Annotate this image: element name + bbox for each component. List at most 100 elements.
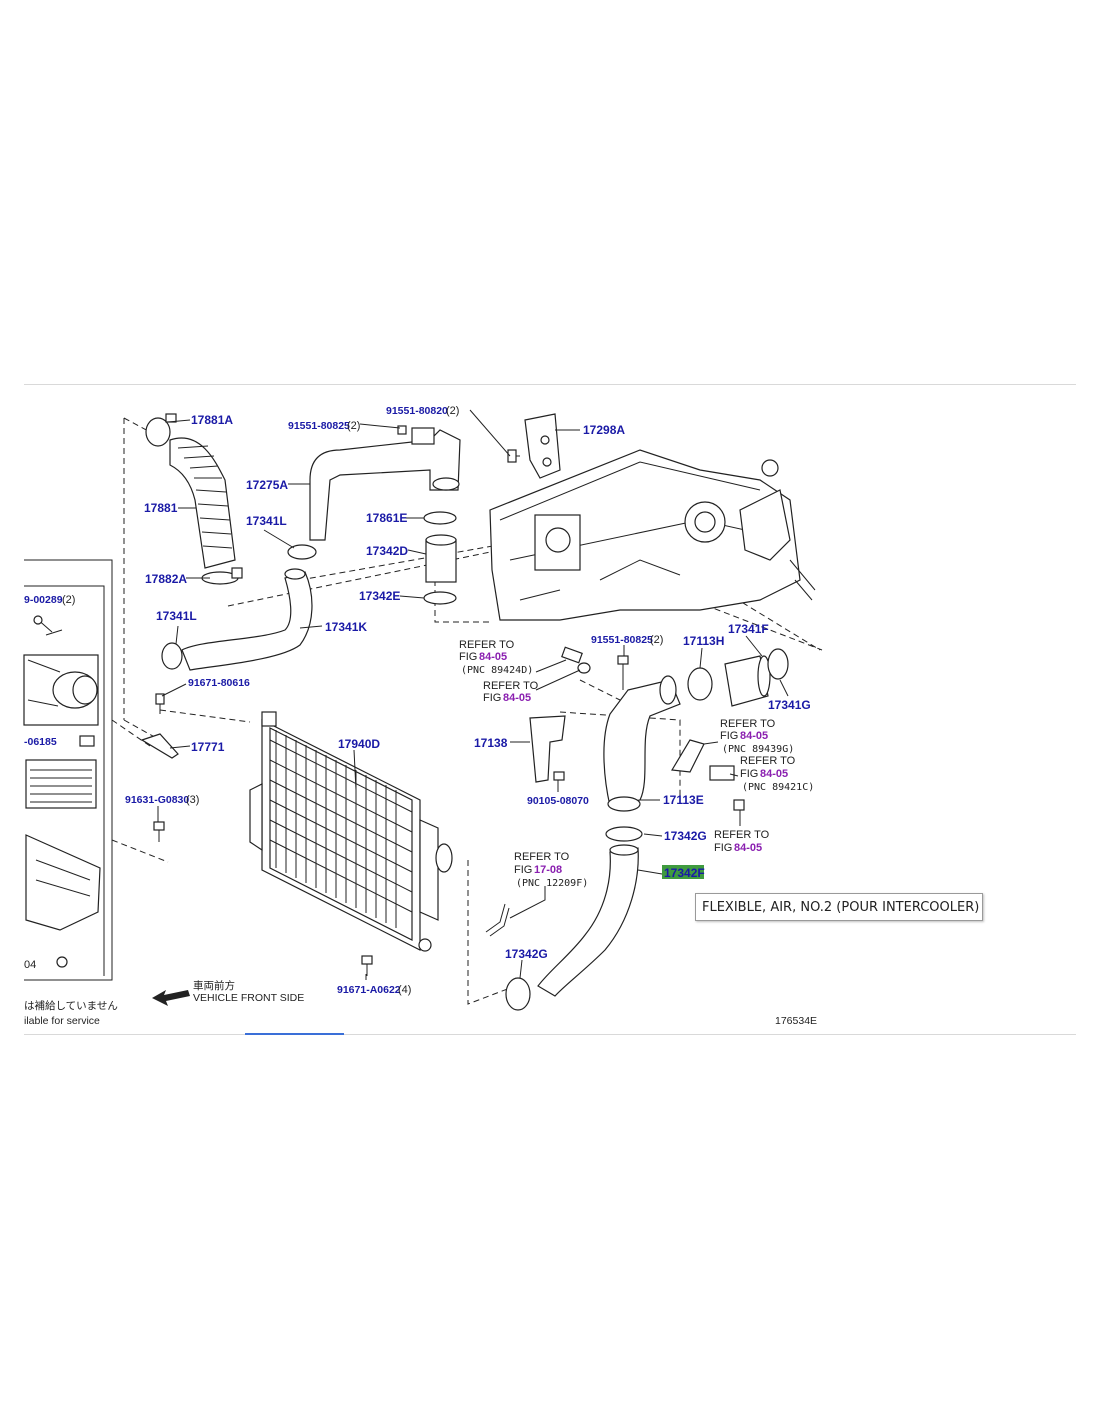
label-17113H[interactable]: 17113H <box>683 634 724 648</box>
label-17882A[interactable]: 17882A <box>145 572 187 586</box>
refer-block-5: REFER TO FIG 84-05 <box>714 829 770 854</box>
label-91631-G0830[interactable]: 91631-G0830 <box>125 794 189 806</box>
label-17771[interactable]: 17771 <box>191 740 225 754</box>
sensor-89421C <box>709 765 745 811</box>
label-91551-80825-right[interactable]: 91551-80825 <box>591 634 653 646</box>
vehicle-front-en: VEHICLE FRONT SIDE <box>193 992 304 1004</box>
refer-fig: FIG <box>459 651 477 663</box>
label-17342F[interactable]: 17342F <box>664 866 705 880</box>
leader-lines <box>157 409 789 980</box>
refer-text: REFER TO <box>459 639 515 651</box>
refer-pnc: (PNC 89424D) <box>461 665 533 676</box>
refer-text: REFER TO <box>714 829 770 841</box>
label-17341K[interactable]: 17341K <box>325 620 367 634</box>
label-17881[interactable]: 17881 <box>144 501 178 515</box>
qty-inset-1: (2) <box>62 594 75 606</box>
label-17342D[interactable]: 17342D <box>366 544 408 558</box>
top-divider <box>24 384 1076 385</box>
refer-fig: FIG <box>483 692 501 704</box>
hose-17342D <box>425 534 457 583</box>
label-17861E[interactable]: 17861E <box>366 511 407 525</box>
label-inset-2[interactable]: -06185 <box>24 736 57 748</box>
label-91671-80616[interactable]: 91671-80616 <box>188 677 250 689</box>
refer-text: REFER TO <box>740 755 796 767</box>
vehicle-front-jp: 車両前方 <box>193 979 235 992</box>
highlight-17342F <box>662 865 704 879</box>
label-17341L-upper[interactable]: 17341L <box>246 514 287 528</box>
label-91671-A0622[interactable]: 91671-A0622 <box>337 984 401 996</box>
clamp-17861E <box>423 511 457 525</box>
intercooler-17940D <box>249 711 453 952</box>
bolt-91551-80825-right <box>617 655 629 690</box>
refer-text: REFER TO <box>514 851 570 863</box>
hose-17342F <box>537 844 639 997</box>
refer-fig-link[interactable]: 84-05 <box>740 730 768 742</box>
refer-block-89424D: REFER TO FIG 84-05 (PNC 89424D) <box>459 639 533 676</box>
clamp-17342E <box>423 591 457 605</box>
hose-17881 <box>145 413 236 569</box>
label-17940D[interactable]: 17940D <box>338 737 380 751</box>
refer-fig-link[interactable]: 84-05 <box>760 768 788 780</box>
label-inset-1[interactable]: 9-00289 <box>24 594 63 606</box>
label-91551-80820[interactable]: 91551-80820 <box>386 405 448 417</box>
refer-block-89439G: REFER TO FIG 84-05 (PNC 89439G) <box>720 718 794 755</box>
refer-fig: FIG <box>714 842 732 854</box>
clamp-17113H <box>687 667 713 701</box>
label-17881A[interactable]: 17881A <box>191 413 233 427</box>
label-17341G[interactable]: 17341G <box>768 698 811 712</box>
bottom-divider <box>24 1034 1076 1035</box>
refer-fig-link[interactable]: 84-05 <box>503 692 531 704</box>
refer-fig-link[interactable]: 84-05 <box>734 842 762 854</box>
clamp-17882A <box>201 567 243 585</box>
refer-text: REFER TO <box>483 680 539 692</box>
label-90105-08070[interactable]: 90105-08070 <box>527 795 589 807</box>
bolt-90105-08070 <box>553 771 565 781</box>
bracket-17138 <box>529 715 566 783</box>
hose-17341F <box>724 655 771 707</box>
clamp-17341G <box>767 648 789 680</box>
label-17113E[interactable]: 17113E <box>663 793 704 807</box>
qty-91551-80825-left: (2) <box>347 420 360 432</box>
qty-91631-G0830: (3) <box>186 794 199 806</box>
pipe-17275A <box>309 425 461 541</box>
label-17275A[interactable]: 17275A <box>246 478 288 492</box>
label-17298A[interactable]: 17298A <box>583 423 625 437</box>
refer-text: REFER TO <box>720 718 776 730</box>
refer-fig-link[interactable]: 84-05 <box>479 651 507 663</box>
engine-block <box>489 449 816 621</box>
refer-fig: FIG <box>720 730 738 742</box>
bracket-89439G <box>671 739 705 773</box>
bracket-17298A <box>507 413 561 479</box>
refer-fig-link[interactable]: 17-08 <box>534 864 562 876</box>
bracket-17771 <box>140 733 179 759</box>
label-17341F[interactable]: 17341F <box>728 622 769 636</box>
refer-pnc: (PNC 89421C) <box>742 782 814 793</box>
pipe-17113E <box>603 675 681 812</box>
label-17342G-lower[interactable]: 17342G <box>505 947 548 961</box>
refer-fig: FIG <box>514 864 532 876</box>
bolt-91671-A0622 <box>361 955 373 976</box>
qty-91551-80825-right: (2) <box>650 634 663 646</box>
part-tooltip: FLEXIBLE, AIR, NO.2 (POUR INTERCOOLER) <box>695 893 983 921</box>
air-cleaner-inset <box>23 559 113 981</box>
qty-91551-80820: (2) <box>446 405 459 417</box>
pipe-12209F <box>485 903 510 937</box>
bolt-91671-80616 <box>155 693 165 714</box>
label-17342E[interactable]: 17342E <box>359 589 400 603</box>
label-17341L-lower[interactable]: 17341L <box>156 609 197 623</box>
clamp-17342G-upper <box>605 826 643 842</box>
refer-pnc: (PNC 89439G) <box>722 744 794 755</box>
qty-91671-A0622: (4) <box>398 984 411 996</box>
label-17342G-upper[interactable]: 17342G <box>664 829 707 843</box>
link-underline <box>245 1033 344 1035</box>
service-note-jp: は補給していません <box>24 999 118 1012</box>
clamp-17341L-lower <box>161 642 183 670</box>
vehicle-front-arrow-icon <box>152 990 190 1006</box>
clamp-17342G-lower <box>505 977 531 1011</box>
refer-block-12209F: REFER TO FIG 17-08 (PNC 12209F) <box>514 851 588 889</box>
refer-pnc: (PNC 12209F) <box>516 878 588 889</box>
service-note-en: ilable for service <box>24 1015 100 1027</box>
label-17138[interactable]: 17138 <box>474 736 508 750</box>
label-91551-80825-left[interactable]: 91551-80825 <box>288 420 350 432</box>
